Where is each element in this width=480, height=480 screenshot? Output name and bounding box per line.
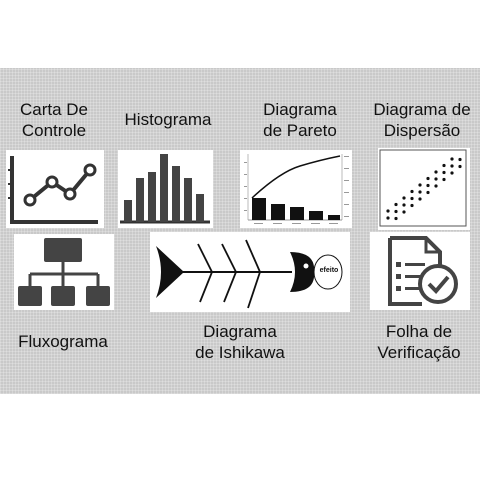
scatter-dot — [418, 197, 422, 201]
scatter-dot — [450, 157, 454, 161]
histogram-bar — [148, 172, 156, 222]
label-diagrama-de-ishikawa: Diagrama de Ishikawa — [195, 322, 285, 362]
scatter-dot — [386, 209, 390, 213]
scatter-dot — [442, 177, 446, 182]
label-carta-de-controle: Carta De Controle — [19, 100, 89, 140]
scatter-dot — [426, 176, 430, 181]
scatter-plot-icon — [379, 149, 467, 227]
scatter-dot — [394, 216, 398, 221]
scatter-dot — [434, 184, 438, 188]
histogram-bar — [136, 178, 144, 222]
histogram-bar — [160, 154, 168, 222]
scatter-dot — [450, 171, 454, 175]
pareto-bar — [252, 198, 266, 220]
histogram-icon — [120, 154, 210, 224]
scatter-dot — [394, 209, 398, 214]
pareto-bar — [290, 207, 304, 220]
label-diagrama-de-pareto: Diagrama de Pareto — [263, 100, 337, 140]
scatter-panel — [378, 148, 470, 230]
scatter-dot — [386, 216, 390, 220]
histogram-bar — [172, 166, 180, 222]
control-chart-panel — [6, 150, 104, 228]
label-diagrama-de-dispersao: Diagrama de Dispersão — [373, 100, 471, 140]
scatter-dot — [402, 210, 406, 214]
label-fluxograma: Fluxograma — [18, 332, 108, 351]
scatter-dot — [442, 170, 446, 175]
label-folha-de-verificacao: Folha de Verificação — [377, 322, 461, 362]
checklist-icon — [388, 236, 458, 306]
scatter-dot — [410, 196, 414, 201]
ishikawa-head-label: efeito — [319, 267, 339, 274]
gray-band — [0, 68, 480, 394]
histogram-bar — [196, 194, 204, 222]
scatter-dot — [434, 177, 438, 181]
label-histograma: Histograma — [124, 110, 212, 129]
pareto-bar — [309, 211, 323, 220]
scatter-dot — [450, 164, 454, 168]
scatter-dot — [426, 190, 430, 195]
scatter-dot — [426, 183, 430, 188]
scatter-dot — [418, 183, 422, 187]
pareto-bar — [271, 204, 285, 220]
checklist-panel — [370, 232, 470, 310]
scatter-dot — [434, 170, 438, 174]
control-chart-icon — [8, 156, 98, 224]
scatter-dot — [402, 196, 406, 200]
scatter-dot — [442, 163, 446, 168]
flowchart-icon — [18, 238, 110, 306]
scatter-dot — [458, 164, 462, 169]
scatter-dot — [458, 157, 462, 162]
pareto-chart-icon — [244, 154, 349, 224]
pareto-bar — [328, 215, 340, 220]
scatter-dot — [410, 189, 414, 194]
scatter-dot — [394, 202, 398, 207]
scatter-dot — [410, 203, 414, 208]
scatter-dot — [418, 190, 422, 194]
histogram-bar — [124, 200, 132, 222]
histogram-bar — [184, 178, 192, 222]
scatter-dot — [402, 203, 406, 207]
fishbone-icon — [156, 239, 343, 309]
